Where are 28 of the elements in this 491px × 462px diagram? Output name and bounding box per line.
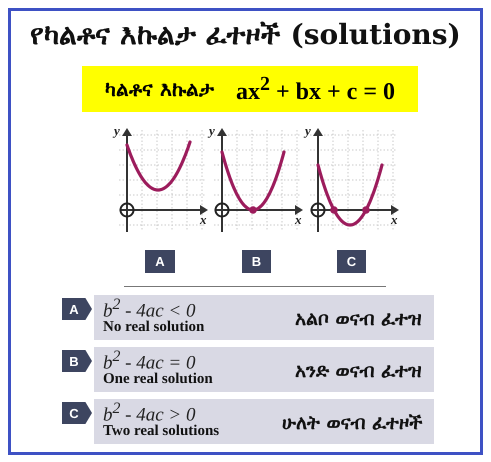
letter-tag: B <box>62 350 92 372</box>
axis-label: x <box>200 213 206 226</box>
amharic-description: አንድ ወናብ ፈተዝ <box>294 360 422 382</box>
solution-description: No real solution <box>103 319 204 336</box>
condition-panel <box>94 347 434 392</box>
letter-tag: A <box>62 298 92 320</box>
solution-description: Two real solutions <box>103 423 220 440</box>
solution-description: One real solution <box>103 371 213 388</box>
axis-label: x <box>391 213 398 226</box>
letter-badge: B <box>242 250 271 273</box>
discriminant-condition: b$^{2}$ - 4ac > 0 <box>103 400 196 426</box>
letter-badge: A <box>145 250 175 273</box>
discriminant-condition: b$^{2}$ - 4ac = 0 <box>103 348 196 374</box>
discriminant-condition: b$^{2}$ - 4ac < 0 <box>103 296 196 322</box>
amharic-description: ሁለት ወናብ ፈተዞች <box>282 412 422 434</box>
formula-banner <box>82 66 418 112</box>
equation-name: ካልቶና እኩልታ <box>105 77 214 101</box>
letter-badge: C <box>337 250 366 273</box>
amharic-description: አልቦ ወናብ ፈተዝ <box>294 308 422 330</box>
axis-label: y <box>305 124 311 137</box>
axis-label: y <box>114 124 120 137</box>
letter-tag: C <box>62 402 92 424</box>
equation: ax$^{2}$ + bx + c = 0 <box>236 72 395 106</box>
condition-panel <box>94 295 434 340</box>
condition-panel <box>94 399 434 444</box>
axis-label: y <box>209 124 215 137</box>
title: የካልቶና እኩልታ ፈተዞች (solutions) <box>29 18 462 52</box>
axis-label: x <box>295 213 302 226</box>
